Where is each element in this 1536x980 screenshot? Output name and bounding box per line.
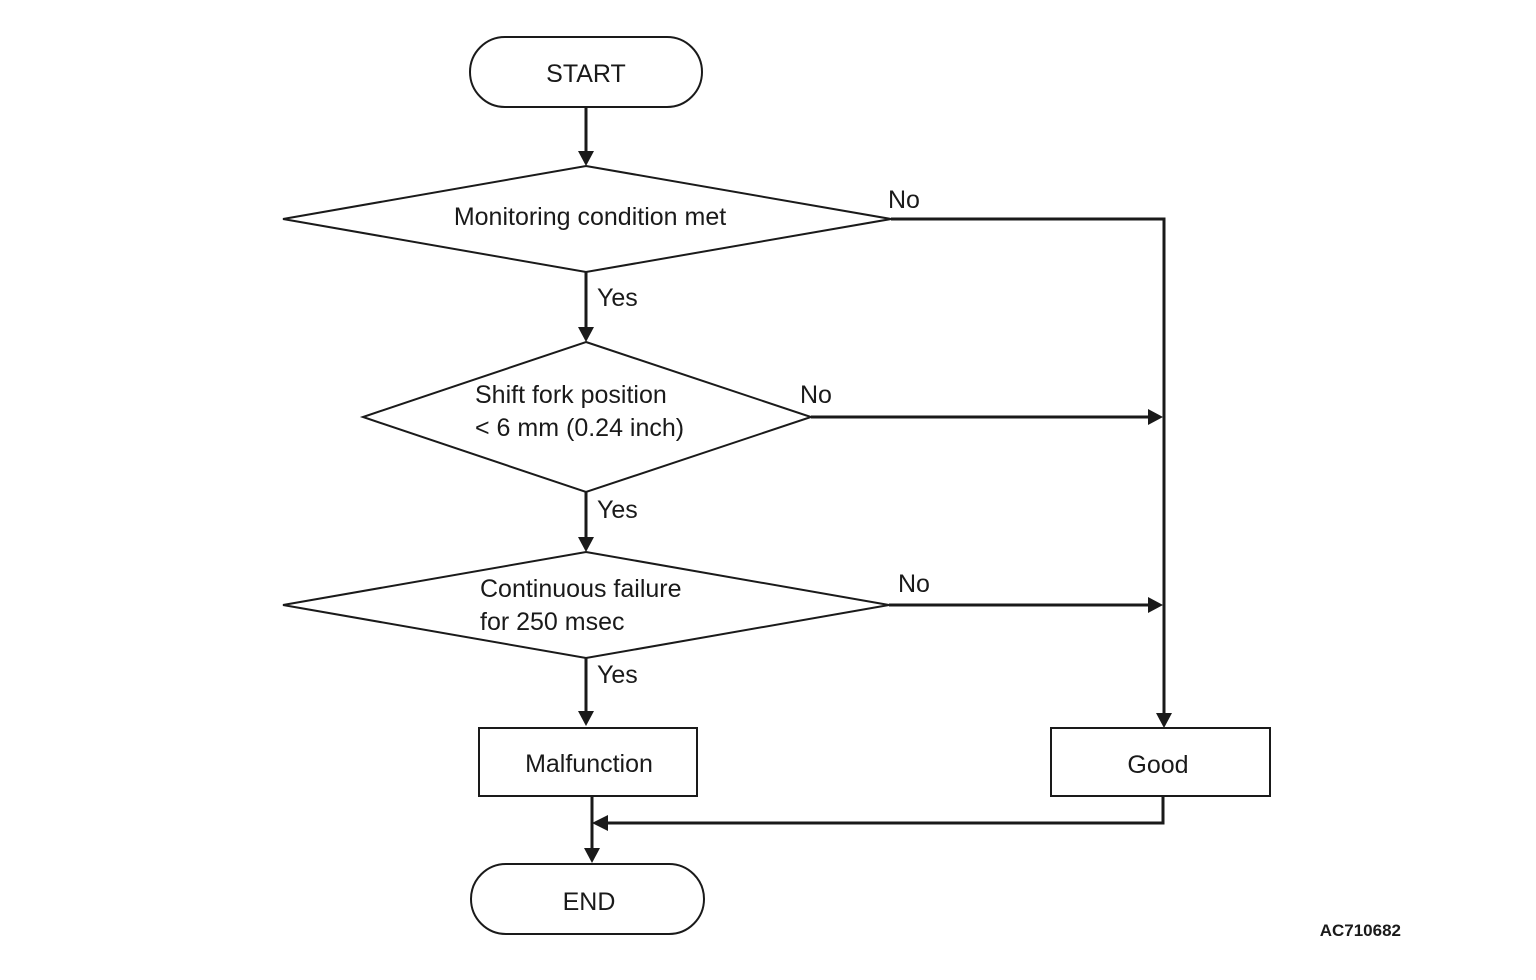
- malfunction-box: [478, 727, 698, 797]
- arrow-shift-fork-yes-to-continuous: [578, 492, 594, 552]
- arrow-monitoring-no-to-good: [891, 217, 1172, 728]
- decision-monitoring-condition-text: Monitoring condition met: [454, 203, 726, 231]
- arrow-continuous-failure-no-to-good: [889, 597, 1163, 613]
- good-box: [1050, 727, 1271, 797]
- figure-code: AC710682: [1320, 921, 1401, 940]
- shift-fork-no-label: No: [800, 381, 832, 409]
- decision-continuous-failure-line1: Continuous failure: [480, 575, 682, 603]
- decision-continuous-failure-line2: for 250 msec: [480, 608, 625, 636]
- monitoring-yes-label: Yes: [597, 284, 638, 312]
- arrow-good-to-end: [592, 796, 1165, 831]
- monitoring-no-label: No: [888, 186, 920, 214]
- malfunction-label: Malfunction: [525, 750, 653, 778]
- decision-shift-fork-line2: < 6 mm (0.24 inch): [475, 414, 684, 442]
- continuous-failure-yes-label: Yes: [597, 661, 638, 689]
- end-terminator: [470, 863, 705, 935]
- good-label: Good: [1127, 751, 1188, 779]
- arrow-monitoring-yes-to-shift-fork: [578, 272, 594, 342]
- decision-shift-fork-line1: Shift fork position: [475, 381, 667, 409]
- arrow-shift-fork-no-to-good: [811, 409, 1163, 425]
- arrow-malfunction-to-end: [584, 796, 600, 863]
- decision-continuous-failure: [282, 550, 890, 660]
- arrow-continuous-failure-yes-to-malfunction: [578, 658, 594, 726]
- shift-fork-yes-label: Yes: [597, 496, 638, 524]
- end-label: END: [563, 888, 616, 916]
- arrow-start-to-monitoring: [578, 107, 594, 166]
- start-label: START: [546, 60, 626, 88]
- continuous-failure-no-label: No: [898, 570, 930, 598]
